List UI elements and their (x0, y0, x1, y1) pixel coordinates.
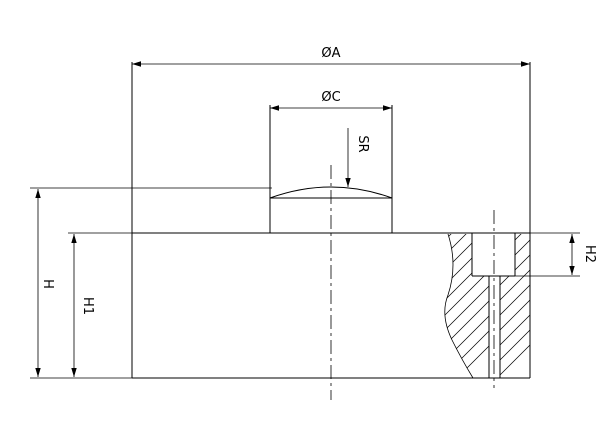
dim-h-label: H (40, 279, 55, 289)
dim-a-label: ØA (321, 46, 340, 61)
dim-h2-label: H2 (582, 245, 597, 263)
dimension-a: ØA (132, 46, 530, 67)
dim-h1-label: H1 (80, 297, 95, 315)
bolt-hole-section (444, 210, 516, 388)
dim-c-label: ØC (321, 90, 340, 105)
dimension-h: H (30, 187, 272, 379)
section-hatching (444, 234, 530, 378)
dimension-h1: H1 (68, 232, 132, 377)
dimension-h2: H2 (515, 232, 597, 277)
dimension-sr: SR (345, 128, 370, 187)
boss-outline (269, 105, 393, 233)
dimension-c: ØC (270, 90, 392, 111)
dim-sr-label: SR (355, 135, 370, 152)
